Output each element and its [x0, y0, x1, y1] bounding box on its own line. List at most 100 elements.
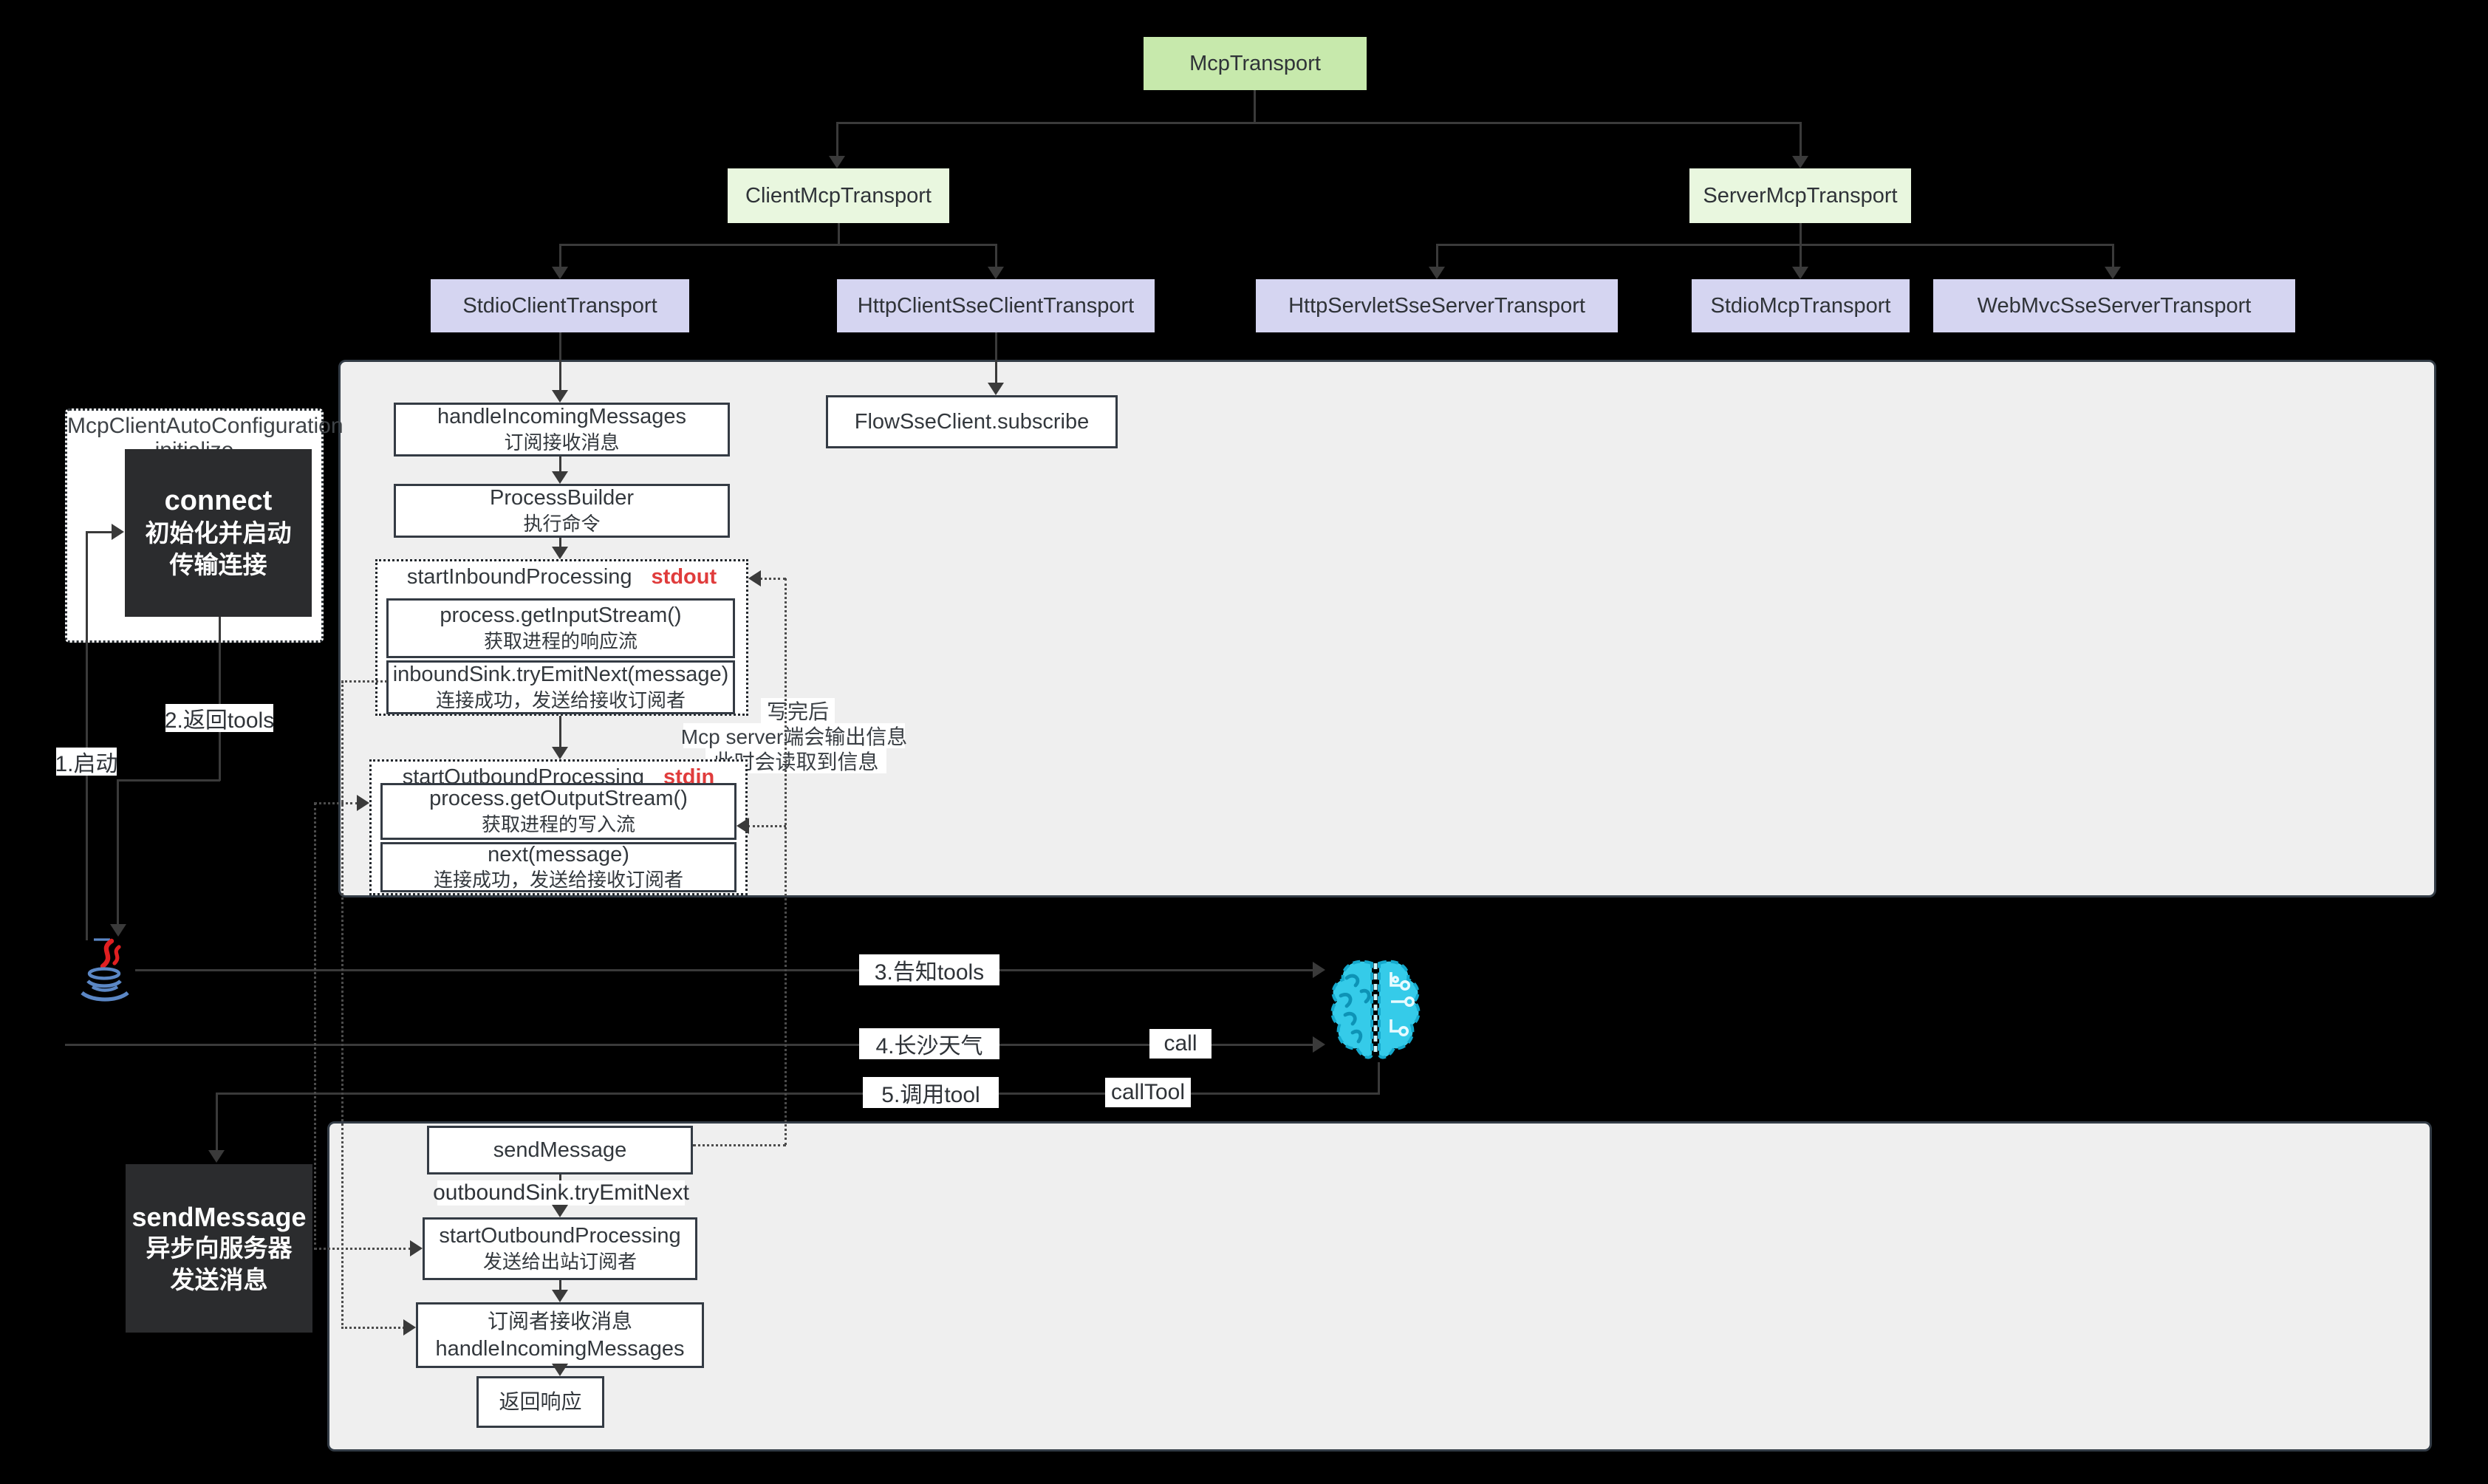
connector [1436, 244, 1438, 269]
arrowhead [552, 1290, 568, 1302]
flow-sse-client-box: FlowSseClient.subscribe [826, 395, 1118, 448]
stdout-tag: stdout [651, 565, 717, 589]
dotted-to-inbound [759, 578, 786, 580]
process-builder-box: ProcessBuilder 执行命令 [394, 484, 730, 538]
connector [559, 1280, 561, 1292]
connector-return-tools [117, 779, 220, 782]
process-builder-en: ProcessBuilder [489, 486, 635, 510]
node-stdio-mcp-transport: StdioMcpTransport [1692, 279, 1910, 332]
arrowhead [552, 390, 568, 403]
subscriber-zh: 订阅者接收消息 [487, 1310, 632, 1333]
arrowhead [988, 267, 1004, 279]
connect-desc: 初始化并启动传输连接 [145, 519, 292, 579]
next-message-box: next(message) 连接成功，发送给接收订阅者 [380, 842, 737, 892]
connector [836, 122, 838, 159]
connector [559, 538, 561, 550]
connector [1436, 244, 2114, 246]
arrowhead [1792, 267, 1808, 279]
connector [1800, 244, 1802, 269]
arrowhead [357, 795, 369, 811]
connector [559, 457, 561, 474]
arrowhead [410, 1240, 423, 1256]
node-client-mcp-transport: ClientMcpTransport [728, 168, 949, 223]
arrowhead [403, 1319, 416, 1336]
connector-call-tool [216, 1093, 1380, 1095]
inbound-sink-box: inboundSink.tryEmitNext(message) 连接成功，发送… [386, 660, 735, 714]
note-line1: 写完后 [761, 698, 835, 723]
connector [995, 244, 997, 269]
response-box: 返回响应 [476, 1376, 604, 1428]
connect-title: connect [164, 485, 273, 516]
label-step3: 3.告知tools [859, 954, 999, 985]
label-outbound-sink: outboundSink.tryEmitNext [433, 1180, 689, 1206]
get-input-stream-zh: 获取进程的响应流 [483, 629, 638, 652]
connector [2112, 244, 2114, 269]
arrowhead [1313, 1036, 1325, 1053]
send-message-dark-desc: 异步向服务器发送消息 [146, 1234, 293, 1293]
arrowhead [748, 570, 761, 587]
node-webmvc-sse-transport: WebMvcSseServerTransport [1933, 279, 2295, 332]
next-message-zh: 连接成功，发送给接收订阅者 [433, 869, 683, 892]
connector [1254, 90, 1256, 124]
arrowhead [829, 156, 845, 168]
dotted-bus-inbound-link [341, 681, 344, 1329]
start-outbound-bottom-box: startOutboundProcessing 发送给出站订阅者 [423, 1217, 697, 1280]
subscriber-box: 订阅者接收消息 handleIncomingMessages [416, 1302, 704, 1368]
ai-brain-icon [1330, 960, 1421, 1059]
next-message-en: next(message) [488, 842, 629, 866]
subscriber-en: handleIncomingMessages [435, 1336, 685, 1361]
start-inbound-title: startInboundProcessing [406, 565, 632, 589]
connector [559, 716, 561, 749]
connector-start [86, 532, 88, 940]
send-message-dark-box: sendMessage 异步向服务器发送消息 [126, 1164, 312, 1333]
dotted-from-inbound-sink [341, 680, 387, 683]
connect-box: connect 初始化并启动传输连接 [125, 449, 312, 617]
connector [838, 223, 840, 245]
connector-call-tool [1378, 1062, 1380, 1095]
node-http-servlet-sse-transport: HttpServletSseServerTransport [1256, 279, 1618, 332]
arrowhead [552, 1205, 568, 1217]
handle-incoming-box: handleIncomingMessages 订阅接收消息 [394, 403, 730, 457]
dotted-to-subscriber [341, 1327, 405, 1329]
inbound-sink-zh: 连接成功，发送给接收订阅者 [435, 688, 686, 711]
arrowhead [1313, 962, 1325, 978]
arrowhead [552, 471, 568, 484]
arrowhead [110, 924, 126, 937]
connector-return-tools [219, 617, 221, 781]
connector [836, 122, 1801, 124]
dotted-bus-outbound-link [314, 803, 316, 1250]
handle-incoming-en: handleIncomingMessages [437, 405, 686, 429]
dotted-to-outbound-right [748, 825, 786, 827]
connector-call-tool [216, 1093, 218, 1152]
connector [995, 332, 997, 384]
connector [1800, 122, 1802, 159]
dotted-to-outbound-bottom [314, 1248, 411, 1250]
arrowhead [208, 1150, 225, 1163]
arrowhead [1429, 267, 1445, 279]
note-line2: Mcp server端会输出信息 [681, 723, 907, 748]
handle-incoming-zh: 订阅接收消息 [504, 431, 620, 454]
get-output-stream-zh: 获取进程的写入流 [481, 813, 635, 835]
arrowhead [988, 383, 1004, 395]
label-step2: 2.返回tools [165, 704, 274, 733]
label-call: call [1149, 1029, 1211, 1059]
start-outbound-bottom-zh: 发送给出站订阅者 [482, 1250, 637, 1273]
label-step5: 5.调用tool [863, 1077, 999, 1108]
node-server-mcp-transport: ServerMcpTransport [1689, 168, 1911, 223]
java-logo-icon [81, 938, 129, 1002]
process-builder-zh: 执行命令 [523, 512, 601, 535]
connector-return-tools [117, 779, 119, 926]
label-step4: 4.长沙天气 [859, 1028, 999, 1059]
send-message-panel [327, 1121, 2432, 1451]
connector [1800, 223, 1802, 245]
send-message-box: sendMessage [427, 1126, 693, 1174]
dotted-bus-right [785, 578, 787, 1145]
start-outbound-bottom-en: startOutboundProcessing [439, 1224, 681, 1248]
arrowhead [737, 818, 749, 834]
flow-sse-client-label: FlowSseClient.subscribe [854, 409, 1090, 434]
dotted-to-outbound-left [314, 802, 358, 804]
get-output-stream-en: process.getOutputStream() [429, 787, 688, 811]
dotted-from-send-message [693, 1144, 786, 1146]
autoconfig-title: McpClientAutoConfiguration [67, 414, 344, 438]
